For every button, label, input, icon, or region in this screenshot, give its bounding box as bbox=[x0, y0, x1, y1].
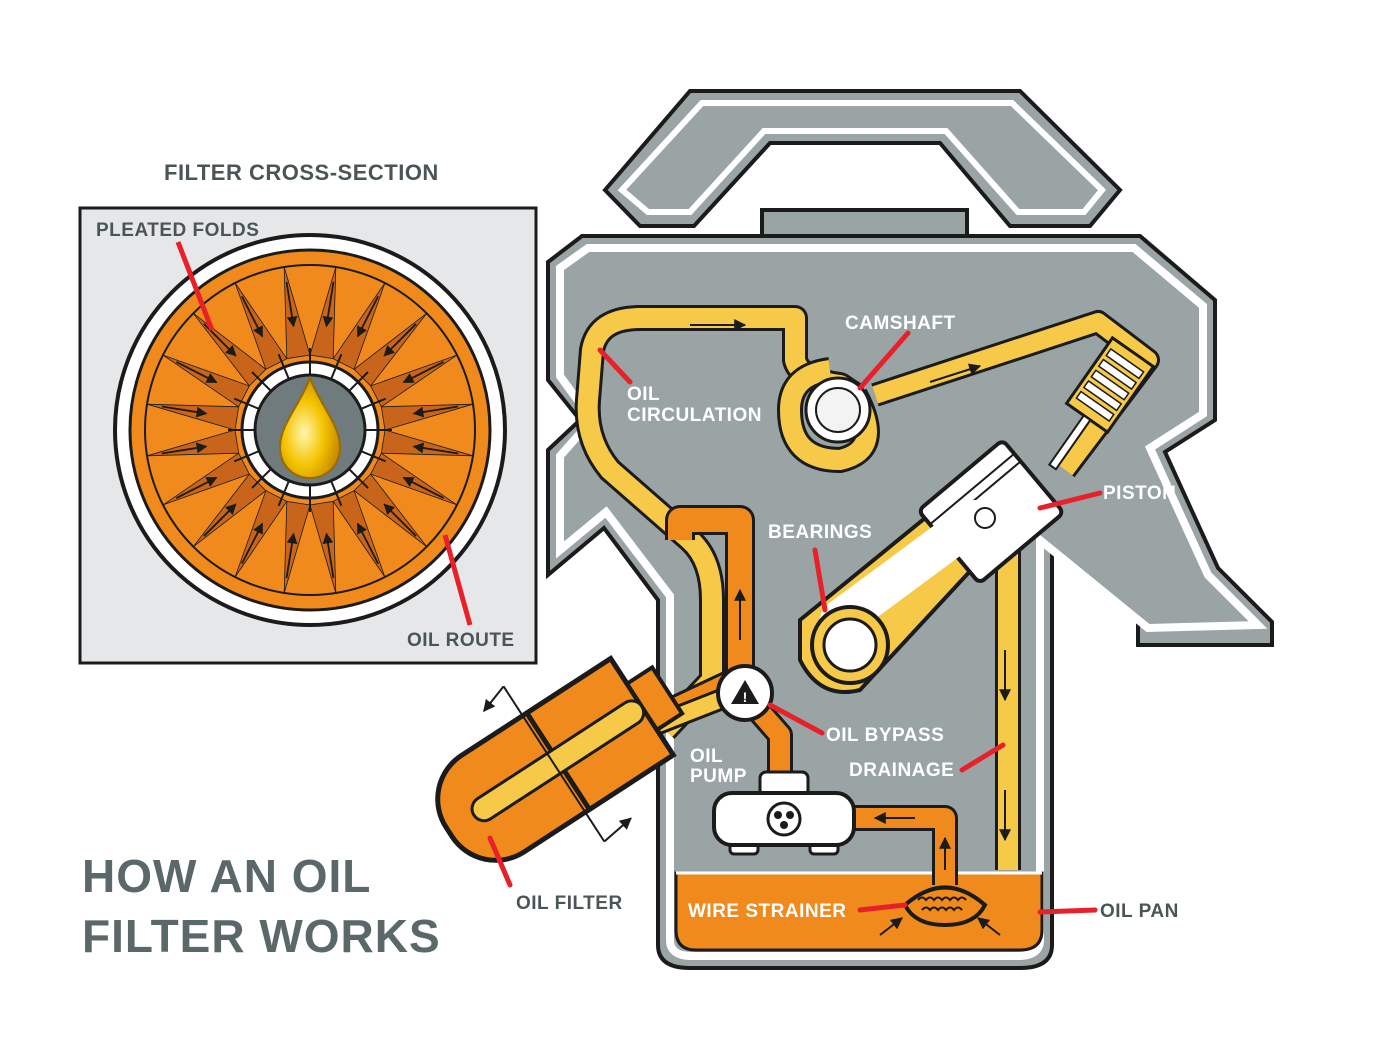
valve-spring bbox=[1047, 335, 1156, 471]
oil-filter bbox=[435, 655, 685, 863]
center-tube-tick bbox=[360, 450, 387, 463]
filter-cross-section-inset: FILTER CROSS-SECTION PLEATED FOLDS OIL R… bbox=[78, 160, 538, 665]
pleat bbox=[380, 429, 474, 457]
center-tube-tick bbox=[233, 397, 260, 410]
oil-pump-label-line2: PUMP bbox=[690, 766, 747, 787]
pleat bbox=[283, 500, 311, 594]
camshaft bbox=[804, 376, 872, 444]
oil-route-arrow bbox=[402, 361, 445, 384]
center-tube-tick bbox=[277, 353, 290, 380]
oil-pan-label: OIL PAN bbox=[1100, 901, 1179, 922]
oil-route-arrow bbox=[322, 532, 335, 579]
pleat bbox=[146, 429, 240, 457]
drainage-label: DRAINAGE bbox=[849, 760, 954, 781]
oil-route-arrow bbox=[161, 405, 208, 418]
center-tube-tick bbox=[360, 397, 387, 410]
oil-route-arrow bbox=[241, 295, 264, 338]
oil-route-arrow bbox=[285, 281, 298, 328]
oil-drop-icon bbox=[278, 375, 342, 480]
oil-route-arrow bbox=[203, 503, 237, 537]
strainer-mesh-icon bbox=[917, 896, 967, 912]
oil-bypass-label: OIL BYPASS bbox=[826, 725, 944, 746]
valve-cover bbox=[602, 89, 1123, 228]
center-tube-tick bbox=[251, 468, 272, 489]
oil-pump bbox=[712, 770, 856, 856]
piston-label: PISTON bbox=[1103, 483, 1176, 504]
center-tube-tick bbox=[233, 450, 260, 463]
pump-rotor-icon bbox=[766, 801, 802, 837]
oil-bypass-valve: ! bbox=[716, 664, 774, 722]
oil-route-arrow bbox=[161, 442, 208, 455]
inset-title: FILTER CROSS-SECTION bbox=[164, 160, 439, 185]
pleat bbox=[283, 266, 311, 360]
center-tube-tick bbox=[330, 480, 343, 507]
pleat bbox=[146, 403, 240, 431]
label-pointers bbox=[487, 330, 1103, 915]
svg-text:!: ! bbox=[743, 689, 748, 705]
oil-pump-label-line1: OIL bbox=[690, 746, 723, 767]
oil-route-arrow bbox=[412, 442, 459, 455]
diagram-title-line1: HOW AN OIL bbox=[82, 850, 371, 902]
camshaft-label: CAMSHAFT bbox=[845, 313, 956, 334]
pleat bbox=[309, 266, 337, 360]
oil-route-arrow bbox=[175, 361, 218, 384]
oil-route-arrow bbox=[383, 323, 417, 357]
oil-passages bbox=[515, 305, 1160, 885]
pleat bbox=[309, 500, 337, 594]
wire-strainer-label: WIRE STRAINER bbox=[688, 901, 847, 922]
oil-route-arrow bbox=[402, 476, 445, 499]
oil-route-arrow bbox=[356, 295, 379, 338]
center-tube-tick bbox=[251, 371, 272, 392]
oil-route-label: OIL ROUTE bbox=[407, 630, 515, 651]
center-tube-tick bbox=[330, 353, 343, 380]
wire-strainer bbox=[902, 885, 988, 928]
warning-triangle-icon bbox=[731, 680, 759, 704]
oil-route-arrow bbox=[356, 522, 379, 565]
center-tube-tick bbox=[277, 480, 290, 507]
oil-route-arrow bbox=[412, 405, 459, 418]
oil-route-arrow bbox=[241, 522, 264, 565]
oil-filter-label: OIL FILTER bbox=[516, 893, 623, 914]
oil-route-arrow bbox=[175, 476, 218, 499]
oil-route-arrow bbox=[285, 532, 298, 579]
oil-route-arrow bbox=[322, 281, 335, 328]
oil-circulation-label-line1: OIL bbox=[627, 384, 660, 405]
pleated-folds-label: PLEATED FOLDS bbox=[96, 220, 259, 241]
oil-circulation-label-line2: CIRCULATION bbox=[627, 405, 762, 426]
pleat bbox=[380, 403, 474, 431]
bearings-label: BEARINGS bbox=[768, 522, 872, 543]
diagram-title-line2: FILTER WORKS bbox=[82, 910, 441, 962]
center-tube-tick bbox=[348, 371, 369, 392]
piston-assembly bbox=[798, 440, 1064, 694]
oil-route-arrow bbox=[383, 503, 417, 537]
center-tube-tick bbox=[348, 468, 369, 489]
